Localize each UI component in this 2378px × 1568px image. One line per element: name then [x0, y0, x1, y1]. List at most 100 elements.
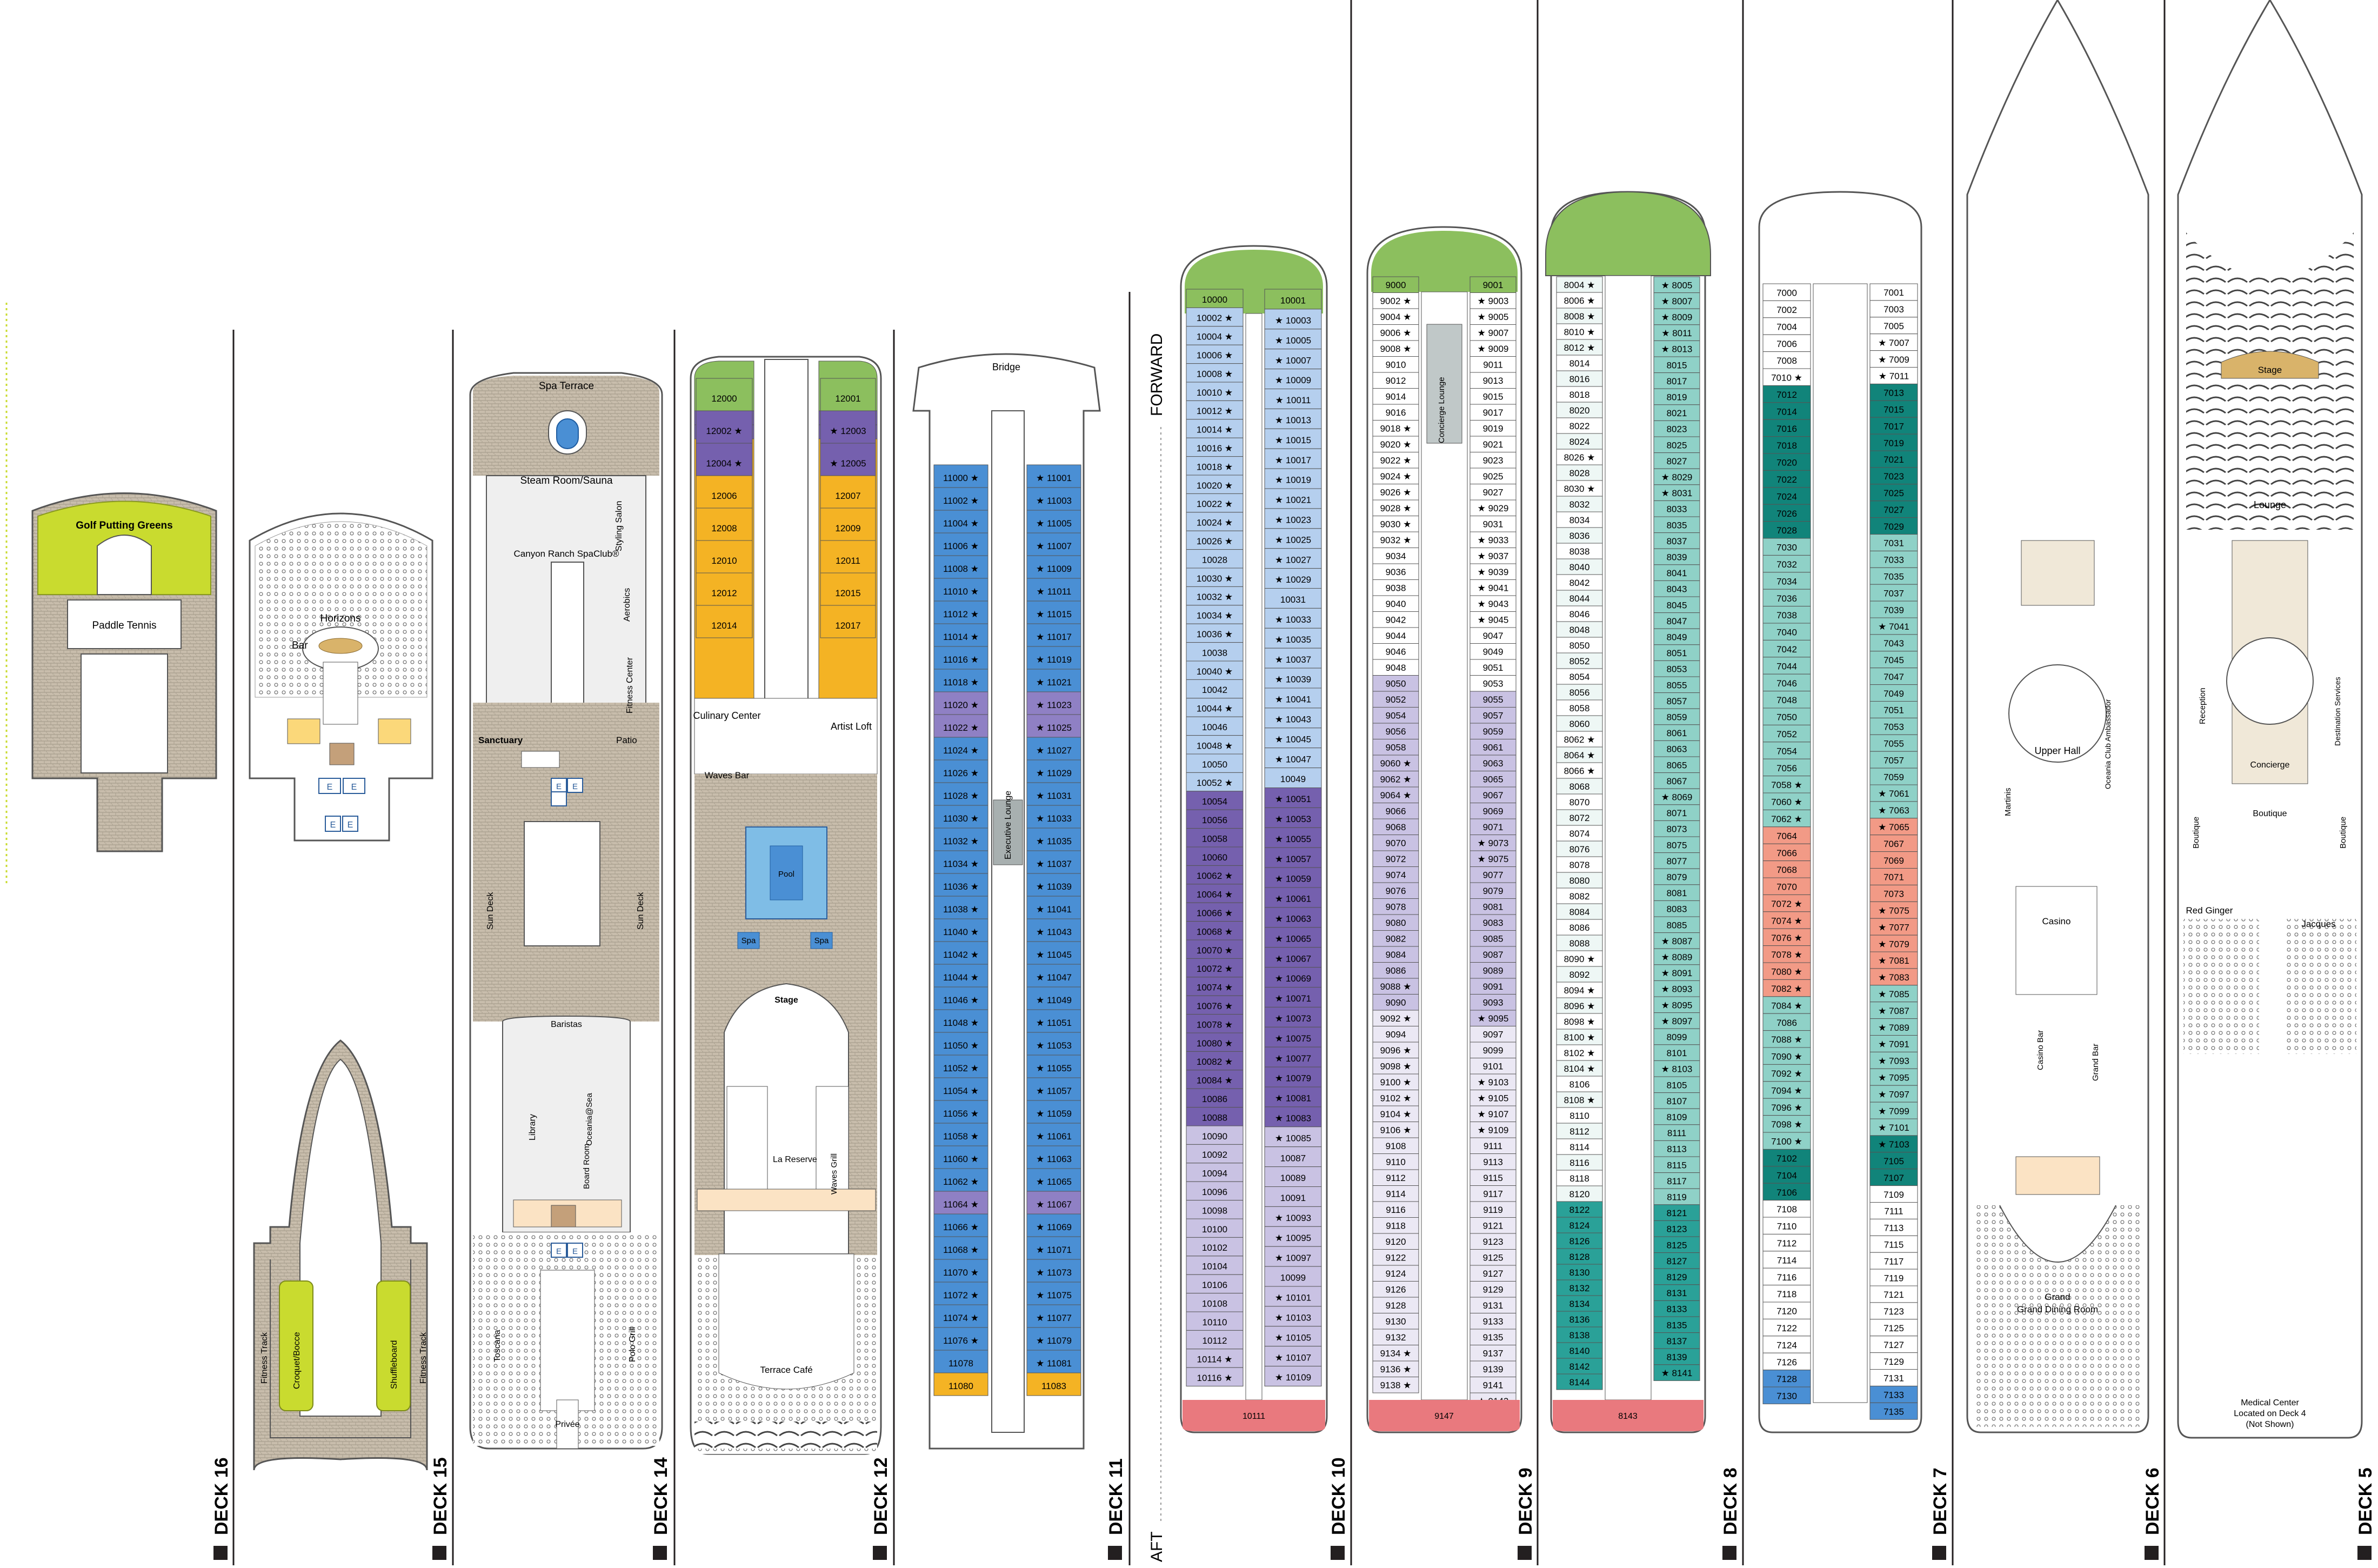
cabin-box — [1869, 567, 1918, 585]
cabin-box — [1869, 550, 1918, 568]
cabin-box — [1556, 464, 1603, 481]
cabin-box — [1264, 1226, 1322, 1247]
cabin-number: 8023 — [1667, 424, 1687, 435]
cabin-box — [1186, 1237, 1244, 1257]
cabin-box — [1372, 803, 1419, 819]
cabin-number: 11030 ★ — [943, 813, 979, 824]
cabin-box — [1762, 317, 1811, 335]
cabin-number: 7131 — [1883, 1373, 1904, 1384]
cabin-box — [1026, 532, 1081, 556]
cabin-box — [1372, 962, 1419, 979]
cabin-number: 11032 ★ — [943, 836, 979, 846]
cabin-box — [933, 464, 988, 488]
cabin-box — [1264, 768, 1322, 788]
cabin-number: 11078 — [948, 1358, 973, 1369]
cabin-box — [1869, 1202, 1918, 1219]
cabin-box — [1264, 1046, 1322, 1067]
cabin-number: 9050 — [1386, 679, 1406, 689]
cabin-number: 10010 ★ — [1197, 388, 1233, 398]
cabin-number: 7040 — [1776, 628, 1797, 638]
cabin-number: 8121 — [1667, 1208, 1687, 1218]
cabin-number: 7052 — [1776, 729, 1797, 739]
cabin-number: 7053 — [1883, 722, 1904, 732]
cabin-number: 7116 — [1777, 1272, 1797, 1283]
cabin-number: 8049 — [1667, 632, 1687, 643]
cabin-number: ★ 8103 — [1661, 1064, 1693, 1075]
cabin-box — [1372, 404, 1419, 421]
deck-8-marker — [1722, 1546, 1736, 1560]
cabin-number: 10090 — [1202, 1131, 1227, 1142]
cabin-number: 10048 ★ — [1197, 740, 1233, 751]
cabin-number: ★ 8087 — [1661, 936, 1693, 946]
cabin-box — [1186, 1256, 1244, 1275]
cabin-box — [1372, 946, 1419, 963]
cabin-box — [1372, 1233, 1419, 1250]
cabin-number: 8060 — [1569, 719, 1590, 729]
cabin-number: 7076 ★ — [1771, 933, 1802, 943]
cabin-number: 11034 ★ — [943, 859, 979, 869]
cabin-number: 8020 — [1569, 405, 1590, 416]
cabin-number: ★ 7097 — [1878, 1089, 1909, 1099]
cabin-number: 8109 — [1667, 1112, 1687, 1123]
deck-labels: DECK 16 DECK 15 DECK 14 DECK 12 DECK 11 … — [211, 1457, 2376, 1560]
cabin-number: ★ 11019 — [1036, 655, 1072, 665]
cabin-number: ★ 9075 — [1478, 854, 1509, 864]
library-label: Library — [528, 1114, 537, 1140]
cabin-box — [1186, 660, 1244, 680]
cabin-number: ★ 11075 — [1036, 1290, 1072, 1300]
cabin-number: 8027 — [1667, 456, 1687, 466]
cabin-box — [1264, 688, 1322, 709]
cabin-box — [1469, 1329, 1517, 1345]
cabin-box — [933, 828, 988, 851]
cabin-number: 9002 ★ — [1380, 296, 1412, 306]
cabin-box — [1264, 1106, 1322, 1127]
cabin-box — [1372, 1137, 1419, 1154]
cabin-number: 11066 ★ — [943, 1222, 979, 1232]
cabin-box — [1869, 317, 1918, 335]
cabin-number: 11000 ★ — [943, 473, 979, 483]
cabin-box — [1469, 468, 1517, 484]
cabin-box — [696, 443, 753, 476]
cabin-box — [1186, 493, 1244, 513]
cabin-box — [1869, 1118, 1918, 1136]
cabin-number: 8059 — [1667, 712, 1687, 723]
cabin-number: 7088 ★ — [1771, 1035, 1802, 1045]
cabin-box — [1762, 776, 1811, 793]
cabin-number: 7057 — [1883, 755, 1904, 765]
cabin-box — [1469, 866, 1517, 883]
cabin-number: ★ 7007 — [1878, 338, 1909, 348]
cabin-number: 8019 — [1667, 392, 1687, 403]
cabin-number: 11028 ★ — [943, 791, 979, 801]
cabin-number: 7023 — [1883, 471, 1904, 482]
cabin-number: ★ 10003 — [1275, 315, 1311, 325]
spa-right-label: Spa — [814, 936, 829, 945]
cabin-number: 9082 — [1386, 934, 1406, 944]
cabin-box — [1869, 951, 1918, 969]
cabin-box — [1469, 531, 1517, 548]
cabin-number: 8113 — [1667, 1144, 1687, 1155]
cabin-box — [1762, 351, 1811, 369]
medical-center-line3: (Not Shown) — [2246, 1420, 2294, 1429]
cabin-number: ★ 7099 — [1878, 1106, 1909, 1116]
cabin-number: ★ 8009 — [1661, 312, 1693, 323]
cabin-number: 8030 ★ — [1564, 484, 1595, 494]
cabin-box — [1653, 484, 1700, 501]
cabin-box — [1372, 675, 1419, 692]
deck-11-marker — [1108, 1546, 1122, 1560]
cabin-box — [1869, 1051, 1918, 1069]
deck-16-marker — [213, 1546, 228, 1560]
cabin-box — [1556, 1107, 1603, 1124]
cabin-number: 9079 — [1483, 886, 1504, 896]
cabin-box — [1469, 914, 1517, 931]
deck-5-plan: Stage Lounge Reception Destination Servi… — [2177, 0, 2363, 1439]
cabin-number: 10004 ★ — [1197, 332, 1233, 342]
cabin-box — [1653, 1364, 1700, 1381]
cabin-box — [1556, 935, 1603, 951]
cabin-number: ★ 11017 — [1036, 632, 1072, 642]
cabin-number: 7006 — [1776, 339, 1797, 349]
elevator-label-e3: E — [330, 820, 336, 830]
cabin-number: 10112 — [1202, 1336, 1227, 1346]
cabin-number: ★ 11039 — [1036, 882, 1072, 892]
cabin-box — [1186, 735, 1244, 755]
culinary-center-label: Culinary Center — [693, 710, 760, 721]
